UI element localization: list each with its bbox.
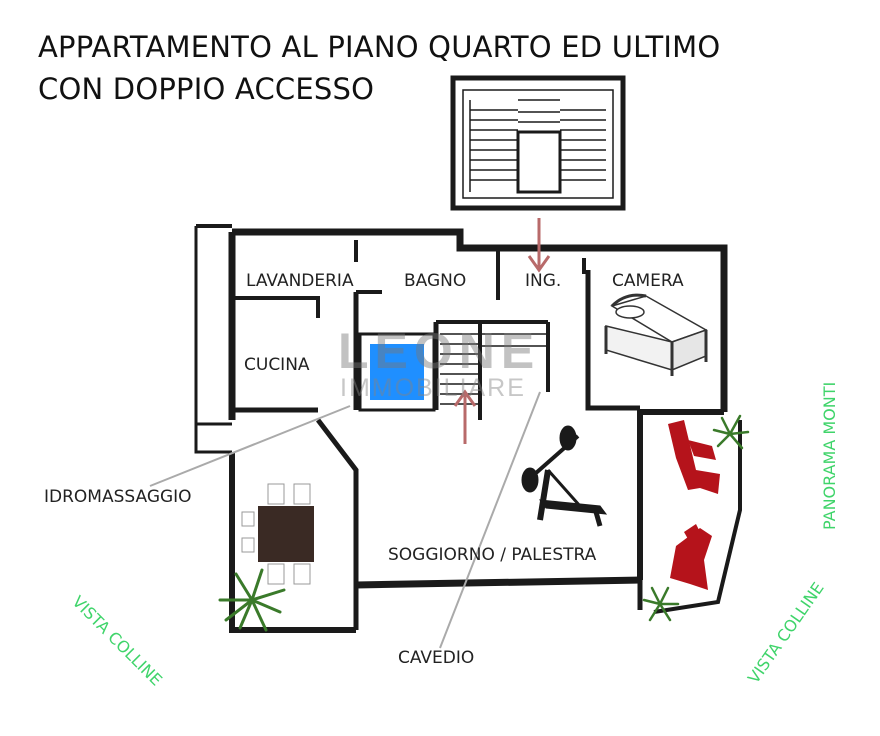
callout-idromassaggio: IDROMASSAGGIO	[44, 487, 192, 507]
dining-table-icon	[241, 483, 314, 585]
room-label-lavanderia: LAVANDERIA	[246, 271, 354, 291]
title-line-1: APPARTAMENTO AL PIANO QUARTO ED ULTIMO	[38, 30, 721, 64]
title-line-2: CON DOPPIO ACCESSO	[38, 72, 375, 106]
lounge-chair-icon	[668, 420, 720, 494]
room-label-soggiorno: SOGGIORNO / PALESTRA	[388, 545, 597, 565]
lounge-chair-icon	[670, 524, 712, 590]
hot-tub-icon	[358, 332, 436, 412]
stairwell	[450, 75, 626, 211]
callout-cavedio: CAVEDIO	[398, 648, 475, 668]
room-label-camera: CAMERA	[612, 271, 684, 291]
room-label-cucina: CUCINA	[244, 355, 310, 375]
bench-press-icon	[521, 425, 608, 527]
watermark-brand: LEONE	[338, 323, 541, 379]
plant-icon	[712, 414, 750, 450]
room-label-bagno: BAGNO	[404, 271, 467, 291]
view-label-panorama-monti: PANORAMA MONTI	[820, 381, 839, 530]
entry-arrow-icon	[453, 218, 551, 444]
walls	[194, 224, 742, 633]
bed-icon	[604, 293, 708, 376]
plant-icon	[642, 586, 680, 622]
room-label-ingresso: ING.	[525, 271, 562, 291]
watermark-sub: IMMOBILIARE	[340, 374, 526, 402]
callout-lines	[149, 391, 541, 649]
staircase-icon	[440, 333, 546, 405]
plant-icon	[218, 568, 286, 632]
